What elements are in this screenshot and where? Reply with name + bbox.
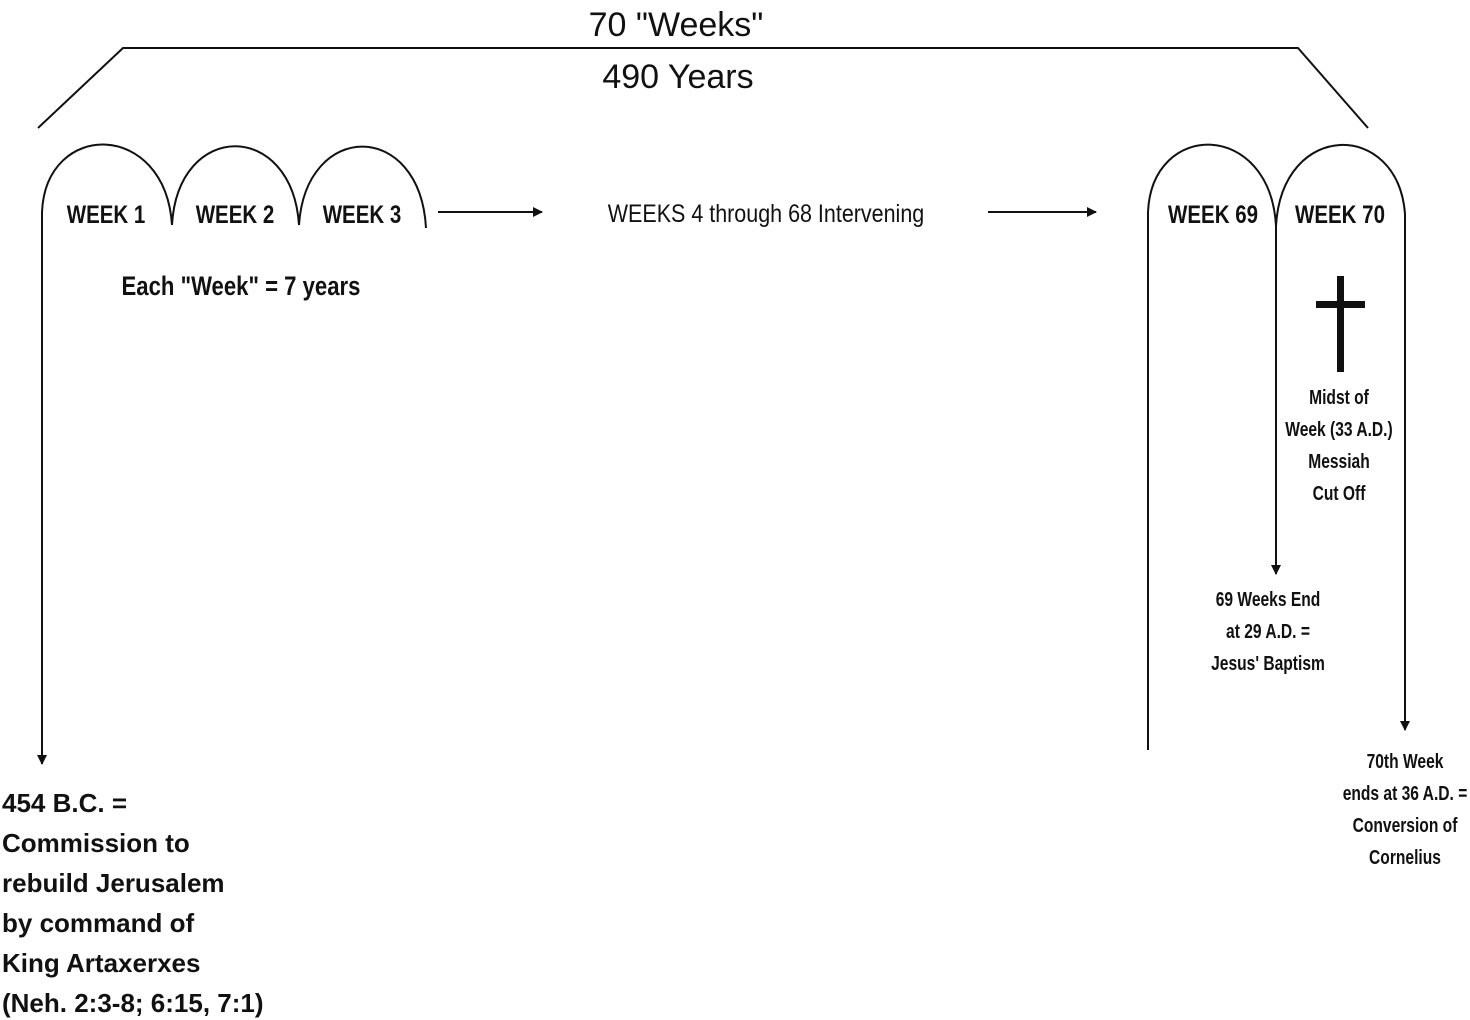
end70-note-line-2: ends at 36 A.D. = xyxy=(1343,782,1468,804)
arch-week-3 xyxy=(298,145,427,229)
midst-note-line-3: Messiah xyxy=(1308,450,1370,472)
end69-note-line-3: Jesus' Baptism xyxy=(1211,652,1325,674)
arch-week-69 xyxy=(1147,143,1277,750)
midst-note-line-4: Cut Off xyxy=(1313,482,1366,504)
diagram-title: 70 "Weeks" xyxy=(589,6,764,44)
start-note-line-2: Commission to xyxy=(2,828,190,858)
start-note-line-1: 454 B.C. = xyxy=(2,788,127,818)
end70-note-line-1: 70th Week xyxy=(1367,750,1444,772)
arch-week-70 xyxy=(1275,144,1406,728)
end70-note-line-4: Cornelius xyxy=(1369,846,1441,868)
arch-week-1 xyxy=(41,143,173,232)
label-week-3: WEEK 3 xyxy=(323,200,402,228)
midst-note-line-1: Midst of xyxy=(1309,386,1369,408)
end69-note-line-1: 69 Weeks End xyxy=(1216,588,1321,610)
midst-note-line-2: Week (33 A.D.) xyxy=(1285,418,1392,440)
end70-note-line-3: Conversion of xyxy=(1353,814,1458,836)
start-note-line-4: by command of xyxy=(2,908,194,938)
top-bracket xyxy=(37,47,1369,129)
start-note-line-5: King Artaxerxes xyxy=(2,948,200,978)
label-week-69: WEEK 69 xyxy=(1168,200,1258,228)
label-week-70: WEEK 70 xyxy=(1295,200,1385,228)
label-week-2: WEEK 2 xyxy=(196,200,275,228)
start-note-line-3: rebuild Jerusalem xyxy=(2,868,225,898)
diagram-subtitle: 490 Years xyxy=(602,58,753,96)
label-week-1: WEEK 1 xyxy=(67,200,146,228)
end69-note-line-2: at 29 A.D. = xyxy=(1226,620,1310,642)
arch-week-2 xyxy=(171,145,300,226)
intervening-label: WEEKS 4 through 68 Intervening xyxy=(608,199,924,227)
each-week-note: Each "Week" = 7 years xyxy=(122,272,361,302)
start-note-line-6: (Neh. 2:3-8; 6:15, 7:1) xyxy=(2,988,264,1018)
cross-icon xyxy=(1316,276,1365,372)
